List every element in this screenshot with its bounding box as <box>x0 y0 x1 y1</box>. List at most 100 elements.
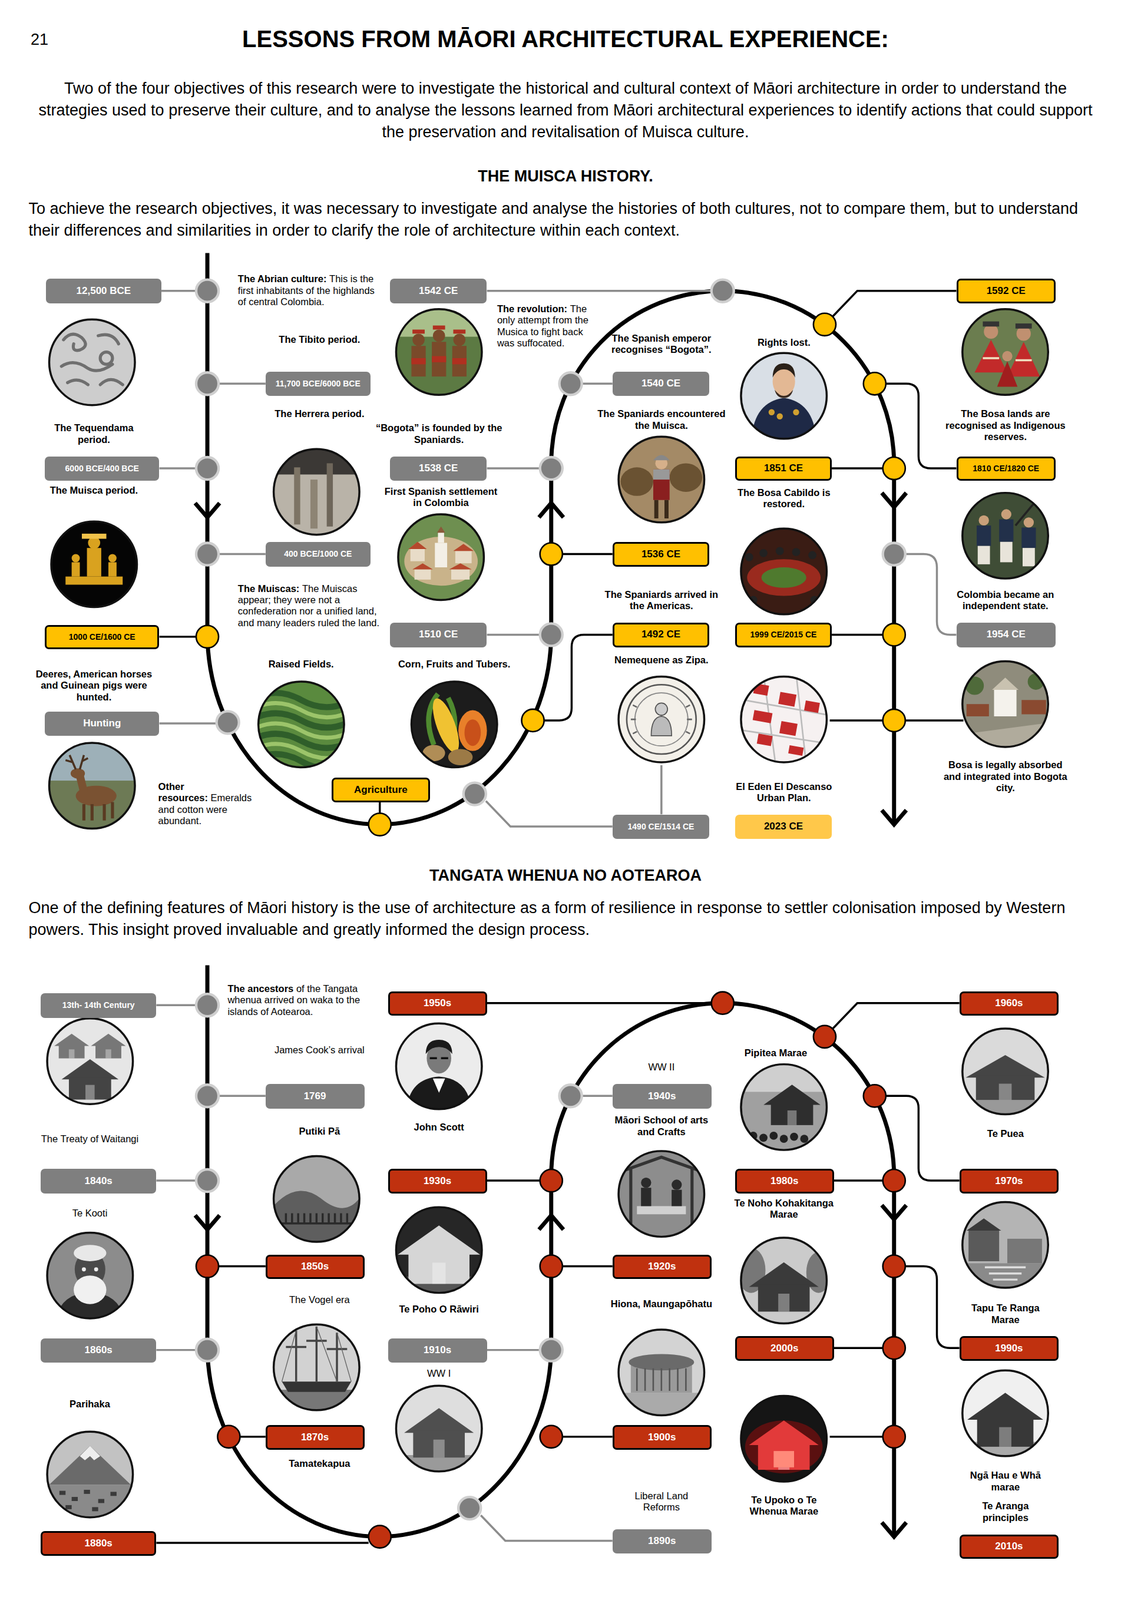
corn-fruit-photo <box>448 748 474 766</box>
date-box: Hunting <box>44 711 160 737</box>
raised-fields-photo <box>250 678 353 771</box>
warriors-illustration <box>431 341 446 377</box>
portrait-photo <box>432 1078 446 1093</box>
independence-illustration <box>1000 541 1013 563</box>
meeting-house-photo <box>397 1225 481 1284</box>
timeline-dot <box>368 1525 392 1549</box>
putiki-pa-photo <box>270 1152 363 1245</box>
urban-plan-map <box>804 700 820 713</box>
timeline-caption: Hiona, Maungapōhatu <box>610 1298 713 1309</box>
label-block: Corn, Fruits and Tubers. <box>388 658 521 670</box>
warriors-illustration <box>452 358 467 365</box>
warriors-illustration <box>452 329 466 334</box>
timeline-caption: Tamatekapua <box>288 1457 350 1469</box>
date-text: 1860s <box>84 1344 113 1357</box>
te-kooti-portrait <box>44 1229 137 1322</box>
label-block: THE MUISCA HISTORY. <box>34 165 1097 188</box>
timeline-dot <box>368 813 392 836</box>
timeline-dot <box>463 782 486 806</box>
date-text: 1000 CE/1600 CE <box>68 632 136 642</box>
label-block: Hiona, Maungapōhatu <box>605 1298 719 1310</box>
timeline-caption: The Tequendama period. <box>54 422 134 445</box>
red-marae-photo <box>773 1450 795 1468</box>
timeline-dot <box>813 313 836 336</box>
conquistador-illustration <box>620 467 654 496</box>
independence-illustration <box>959 489 1052 582</box>
ship-photo <box>270 1321 363 1415</box>
label-block: The ancestorsof the Tangata whenua arriv… <box>227 983 373 1018</box>
date-text: 1840s <box>84 1175 113 1187</box>
label-block: Parihaka <box>33 1398 147 1410</box>
date-box: 1860s <box>40 1338 157 1364</box>
independence-illustration <box>959 489 1052 582</box>
date-text: 1920s <box>647 1261 676 1273</box>
urban-plan-map <box>752 709 773 723</box>
date-box: 1840s <box>40 1168 157 1194</box>
timeline-caption: Other resources: <box>158 781 208 803</box>
marae-photo <box>738 1060 830 1153</box>
label-block: Te Puea <box>954 1128 1057 1140</box>
date-text: 1510 CE <box>418 629 458 641</box>
warriors-illustration <box>411 325 467 365</box>
label-block: The Tequendama period. <box>37 422 151 446</box>
cabildo-ceremony-photo <box>745 553 754 562</box>
timeline-caption: Liberal Land Reforms <box>634 1490 689 1513</box>
corn-fruit-photo <box>408 678 501 771</box>
label-block: TANGATA WHENUA NO AOTEAROA <box>34 864 1097 887</box>
herrera-photo <box>273 448 360 535</box>
town-illustration <box>410 549 425 562</box>
town-illustration <box>437 526 446 533</box>
meeting-house-photo <box>392 1204 485 1298</box>
timeline-caption: John Scott <box>413 1121 464 1133</box>
date-box: 1850s <box>265 1254 365 1280</box>
raised-fields-photo <box>250 692 353 769</box>
timeline-caption: Tapu Te Ranga Marae <box>971 1302 1040 1325</box>
timeline-dot <box>883 1255 906 1278</box>
town-illustration <box>452 543 474 551</box>
timeline-caption: The Tibito period. <box>278 333 360 345</box>
timeline-caption: Te Poho O Rāwiri <box>398 1303 479 1315</box>
date-box: 1538 CE <box>389 456 488 482</box>
ancestral-houses-sketch <box>44 1014 137 1107</box>
marae-photo <box>959 1367 1052 1460</box>
date-text: 1810 CE/1820 CE <box>972 464 1040 474</box>
parihaka-photo <box>44 1428 137 1522</box>
label-block: “Bogota” is founded by the Spaniards. <box>372 422 506 446</box>
timeline-caption: The Abrian culture: <box>237 273 327 284</box>
date-box: 1542 CE <box>389 278 488 304</box>
section-heading: TANGATA WHENUA NO AOTEAROA <box>429 866 702 885</box>
workshop-photo <box>640 1187 651 1206</box>
date-box: 12,500 BCE <box>45 278 162 304</box>
parihaka-photo <box>47 1431 134 1518</box>
timeline-dot <box>883 709 906 732</box>
bosa-town-photo <box>959 657 1052 750</box>
date-text: 2010s <box>994 1540 1023 1553</box>
label-block: The Muisca period. <box>37 484 151 496</box>
section-heading: THE MUISCA HISTORY. <box>477 167 654 185</box>
bosa-people-photo <box>962 309 1049 396</box>
marae-photo <box>959 1025 1052 1119</box>
seal-engraving <box>615 673 708 766</box>
gold-raft-photo <box>48 518 141 611</box>
emperor-portrait <box>792 409 799 416</box>
stone-carving-photo <box>45 316 138 409</box>
label-block: Liberal Land Reforms <box>615 1490 708 1514</box>
buildings-photo <box>984 1267 1026 1280</box>
timeline-dot <box>196 543 219 566</box>
label-block: Te Kooti <box>33 1207 147 1219</box>
stone-carving-photo <box>45 316 138 409</box>
town-illustration <box>414 569 432 580</box>
conquistador-illustration <box>615 433 708 526</box>
ancestral-houses-sketch <box>54 1033 89 1059</box>
timeline-caption: Raised Fields. <box>268 658 334 670</box>
date-box: 1950s <box>388 991 488 1017</box>
cabildo-ceremony-photo <box>761 567 807 588</box>
label-block: Two of the four objectives of this resea… <box>34 77 1097 144</box>
date-box: 1540 CE <box>612 371 710 397</box>
timeline-caption: Rights lost. <box>757 336 811 348</box>
timeline-caption: Putiki Pā <box>299 1125 341 1137</box>
cabildo-ceremony-photo <box>738 525 830 618</box>
town-illustration <box>412 563 433 570</box>
timeline-caption: Te Noho Kohakitanga Marae <box>734 1197 834 1220</box>
